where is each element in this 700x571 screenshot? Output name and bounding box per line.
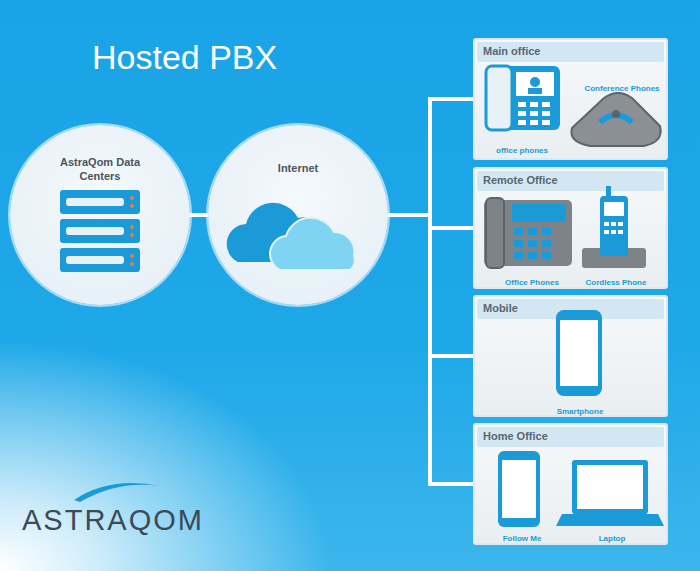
network-circle: Internet [208, 125, 388, 305]
smartphone [556, 310, 602, 396]
conference-phone [571, 93, 660, 146]
device-label: Office Phones [505, 278, 559, 287]
network-circle: AstraQom Data Centers [10, 125, 190, 305]
panel-heading: Home Office [483, 430, 548, 442]
laptop [556, 460, 664, 526]
panel-heading: Remote Office [483, 174, 558, 186]
company-logo-text: ASTRAQOM [22, 504, 204, 537]
panel-heading-band: Remote Office [477, 171, 664, 191]
network-link [388, 215, 473, 484]
circle-label: Internet [248, 161, 348, 175]
device-label: Laptop [599, 534, 626, 543]
logo-swoosh [74, 483, 160, 502]
panel-heading-band: Main office [477, 42, 664, 62]
device-label: Cordless Phone [586, 278, 647, 287]
server-icon [60, 190, 140, 272]
office-phone [484, 198, 572, 268]
device-label: Conference Phones [584, 84, 659, 93]
desk-phone [486, 66, 560, 130]
network-link [388, 99, 473, 215]
panel-heading-band: Home Office [477, 427, 664, 447]
network-link [190, 213, 208, 217]
cordless-phone [582, 186, 646, 268]
diagram-title: Hosted PBX [92, 38, 277, 77]
device-label: office phones [496, 146, 548, 155]
circle-label: AstraQom Data Centers [50, 155, 150, 183]
panel-heading: Mobile [483, 302, 518, 314]
device-label: Follow Me [503, 534, 542, 543]
cloud-icon [227, 203, 355, 270]
device-label: Smartphone [557, 407, 604, 416]
panel-heading: Main office [483, 45, 540, 57]
follow-me-phone [498, 451, 540, 527]
